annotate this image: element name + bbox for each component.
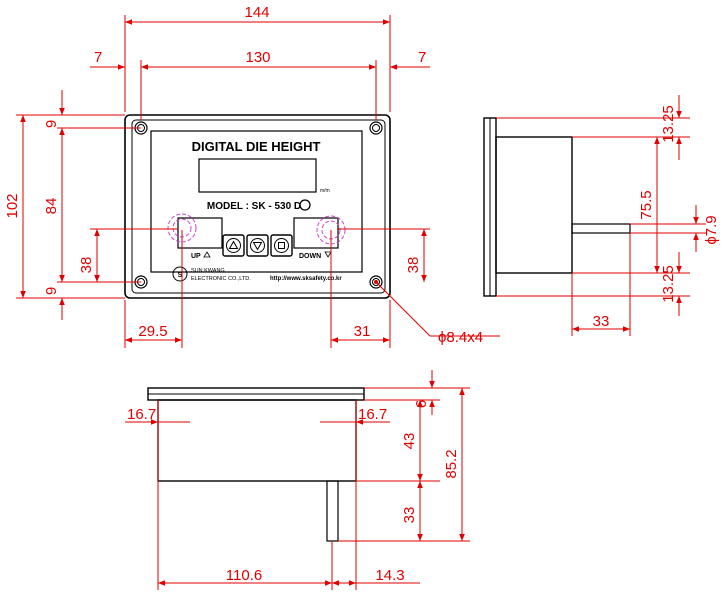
- front-outer-frame: [124, 114, 391, 299]
- down-button-box: [293, 217, 339, 249]
- up-label: UP: [191, 253, 201, 260]
- key-set-icon: [278, 242, 285, 249]
- dim-bottom-left-inset: 16.7: [127, 406, 156, 423]
- bottom-dimensions: 16.7 16.7 6 43 33 85.2 110.6 14.3: [125, 370, 470, 590]
- up-button-box: [177, 217, 223, 249]
- indicator-lamp: [299, 199, 311, 211]
- unit-label: m/m: [320, 188, 330, 194]
- dim-side-top: 13.25: [660, 105, 677, 143]
- dim-body-width: 110.6: [226, 567, 262, 584]
- dim-upper-depth: 43: [401, 433, 418, 450]
- dim-flange-thickness: 6: [413, 400, 430, 408]
- dim-bottom-margin: 9: [43, 287, 60, 295]
- website-label: http://www.sksafety.co.kr: [270, 276, 342, 282]
- mounting-holes: [134, 121, 383, 289]
- bottom-shaft: [326, 480, 339, 542]
- svg-text:S: S: [178, 272, 183, 279]
- side-shaft: [571, 223, 631, 234]
- dim-left-button-height: 38: [78, 257, 95, 274]
- keypad: [222, 234, 293, 257]
- dim-hole-callout: ϕ8.4x4: [438, 329, 483, 346]
- bottom-view: [147, 387, 365, 542]
- dim-left-offset: 7: [94, 49, 102, 66]
- down-arrow-icon: [324, 251, 332, 258]
- up-arrow-icon: [203, 251, 211, 258]
- dim-overall-height: 102: [4, 193, 21, 218]
- dim-bottom-right-inset: 16.7: [358, 406, 387, 423]
- dim-shaft-depth: 33: [401, 507, 418, 524]
- front-face: [150, 130, 363, 273]
- dim-shaft-diameter: ϕ7.9: [703, 215, 720, 244]
- side-dimensions: 13.25 75.5 ϕ7.9 13.25 33: [496, 95, 720, 336]
- key-down-icon: [252, 242, 263, 251]
- dim-shaft-length: 33: [593, 313, 610, 330]
- display-window: [198, 158, 317, 193]
- dim-left-button-offset: 29.5: [138, 323, 167, 340]
- bottom-body: [157, 399, 357, 482]
- side-view: [483, 117, 631, 297]
- model-label: MODEL : SK - 530 D: [207, 201, 301, 212]
- dim-side-bottom: 13.25: [660, 265, 677, 303]
- dim-hole-width: 130: [245, 49, 270, 66]
- key-up-icon: [228, 240, 239, 249]
- dim-shaft-offset: 14.3: [375, 567, 404, 584]
- front-view: DIGITAL DIE HEIGHT m/m MODEL : SK - 530 …: [124, 114, 391, 299]
- down-label: DOWN: [299, 253, 321, 260]
- front-inner-frame: [131, 119, 386, 294]
- brand-line1: SUN KWANG: [191, 268, 225, 274]
- dim-shaft-height: 75.5: [638, 190, 655, 219]
- side-body: [495, 136, 573, 274]
- panel-title: DIGITAL DIE HEIGHT: [192, 139, 321, 154]
- dim-hole-height: 84: [43, 198, 60, 215]
- dim-right-button-height: 38: [405, 257, 422, 274]
- dim-top-margin: 9: [43, 120, 60, 128]
- dim-right-offset: 7: [418, 49, 426, 66]
- brand-line2: ELECTRONIC CO.,LTD.: [191, 276, 251, 282]
- front-dimensions: 144 130 7 7 102 84 9 9 38 38 2: [4, 4, 500, 348]
- dim-right-button-offset: 31: [354, 323, 371, 340]
- dim-total-depth: 85.2: [443, 449, 460, 478]
- brand-logo: S: [172, 266, 188, 282]
- dim-overall-width: 144: [244, 4, 269, 21]
